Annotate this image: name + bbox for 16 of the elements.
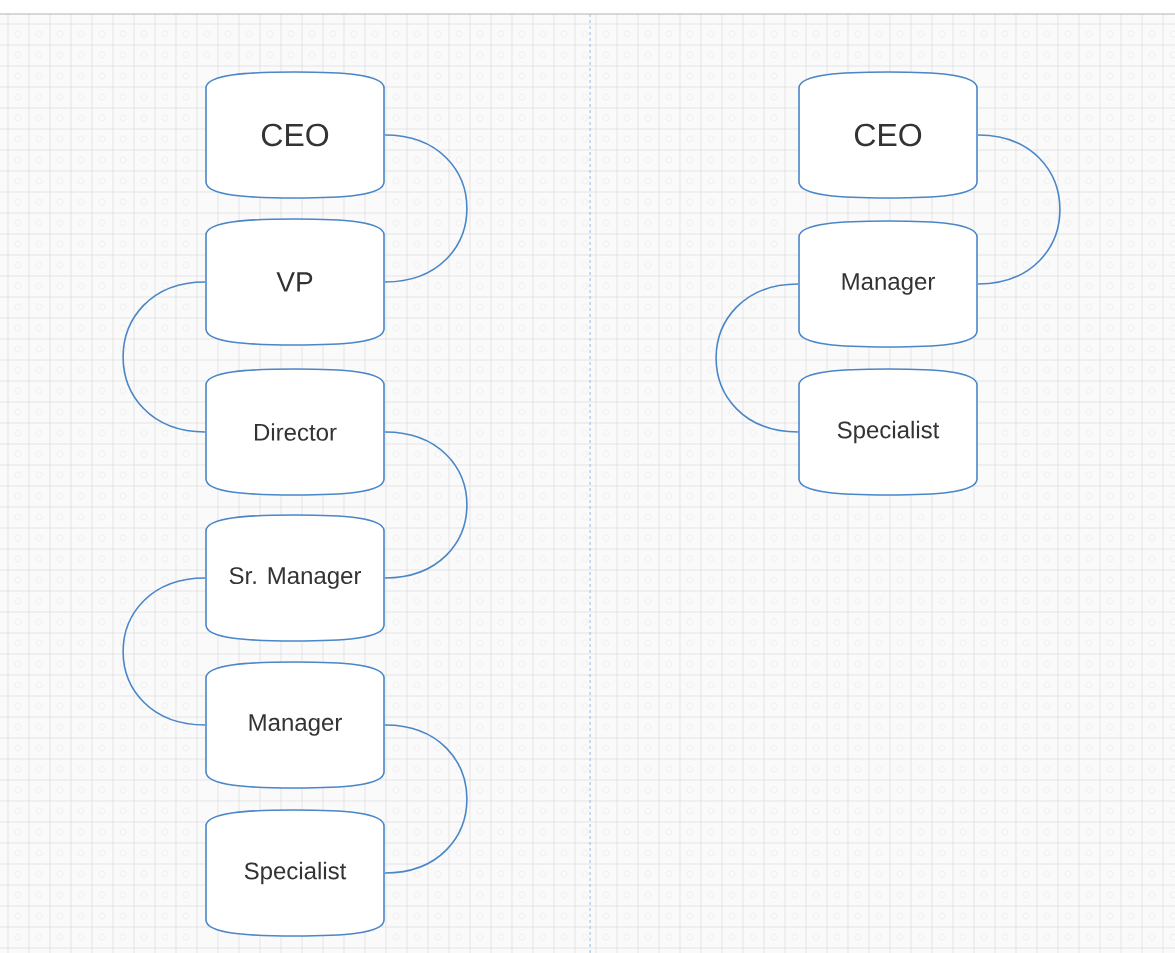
role-box: Manager xyxy=(798,220,978,348)
connector-curve xyxy=(715,283,799,433)
connector-curve xyxy=(384,724,468,874)
connector-curve xyxy=(384,431,468,579)
connector-curve xyxy=(977,134,1061,285)
role-box: Sr. Manager xyxy=(205,514,385,642)
role-box: Specialist xyxy=(205,809,385,937)
role-box: VP xyxy=(205,218,385,346)
role-box: CEO xyxy=(205,71,385,199)
connector-curve xyxy=(122,281,206,433)
role-box: Manager xyxy=(205,661,385,789)
connector-curve xyxy=(122,577,206,726)
role-box: CEO xyxy=(798,71,978,199)
role-box: Specialist xyxy=(798,368,978,496)
connector-curve xyxy=(384,134,468,283)
role-box: Director xyxy=(205,368,385,496)
